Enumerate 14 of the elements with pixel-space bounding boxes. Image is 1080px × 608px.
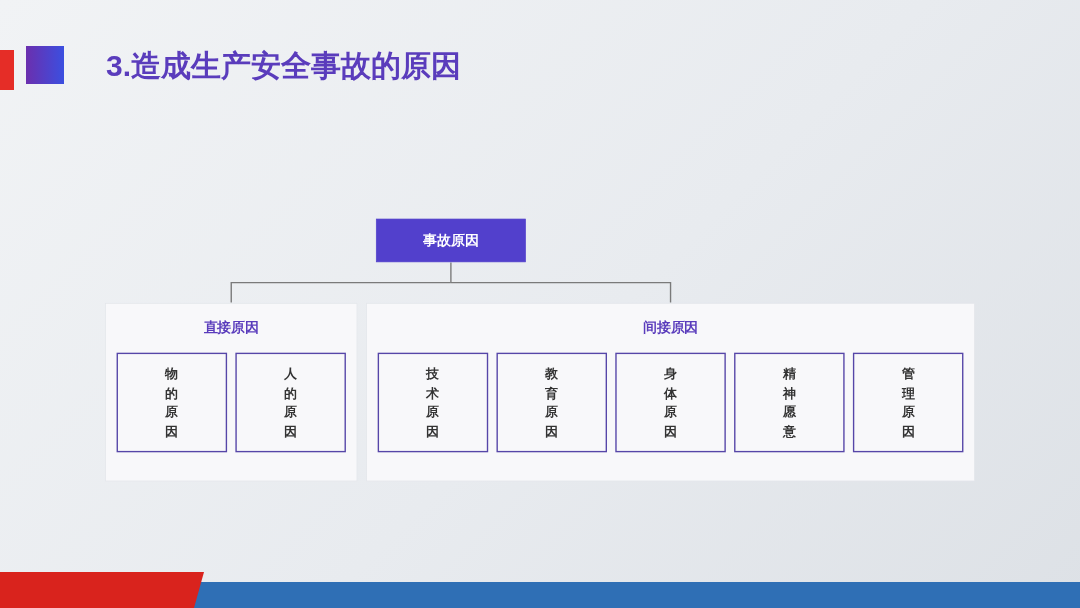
category-box: 身体原因 (615, 352, 726, 453)
heading-box: 事故原因 (375, 218, 526, 263)
category-box: 人的原因 (235, 352, 346, 453)
group-heading: 直接原因 (203, 319, 259, 336)
category-box: 教育原因 (496, 352, 607, 453)
category-box: 管理原因 (852, 352, 964, 453)
category-box: 物的原因 (116, 352, 228, 453)
category-box: 精神愿意 (734, 352, 845, 453)
category-box: 技术原因 (377, 352, 489, 453)
connector-line (450, 281, 672, 304)
slide-title: 3.造成生产安全事故的原因 (106, 48, 462, 84)
connector-line (450, 261, 452, 284)
group-heading: 间接原因 (642, 319, 699, 336)
connector-line (230, 281, 452, 304)
